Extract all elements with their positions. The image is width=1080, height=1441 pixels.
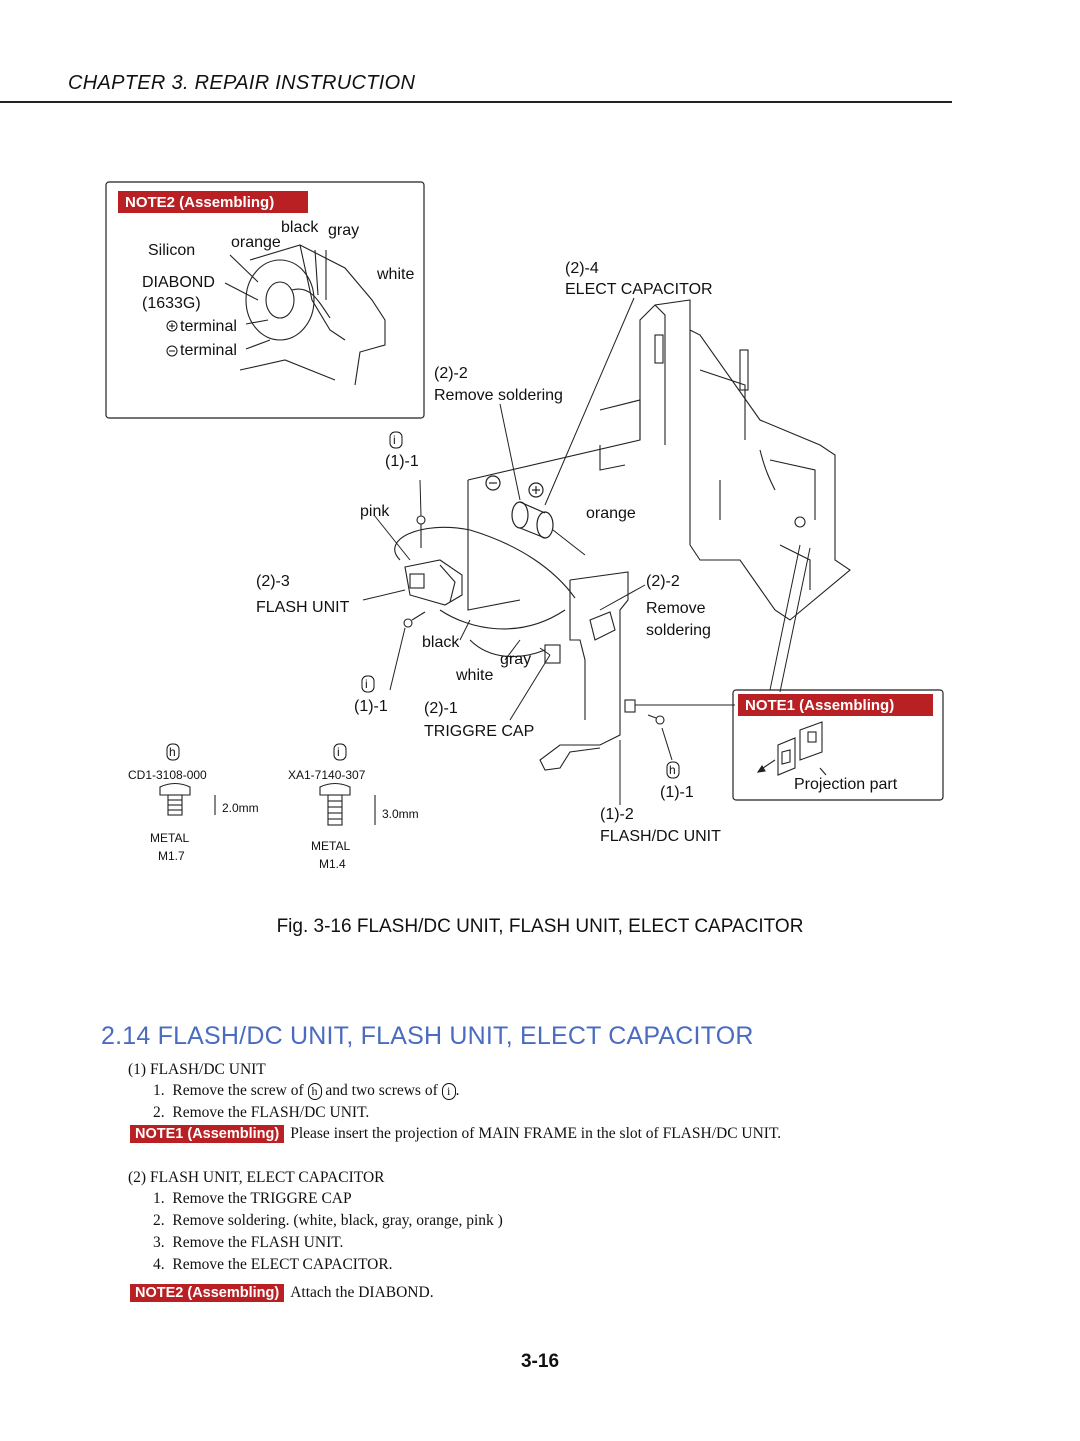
- svg-text:2.0mm: 2.0mm: [222, 801, 259, 815]
- svg-text:Silicon: Silicon: [148, 242, 195, 259]
- svg-text:i: i: [337, 745, 340, 759]
- elect-capacitor: [485, 475, 554, 539]
- svg-text:white: white: [455, 667, 493, 684]
- header-rule: [0, 101, 952, 103]
- page-number: 3-16: [520, 1351, 560, 1372]
- flash-dc-unit: [539, 571, 665, 771]
- part2-heading: (2) FLASH UNIT, ELECT CAPACITOR: [128, 1169, 385, 1186]
- part1-step-1: 1. Remove the screw of h and two screws …: [153, 1082, 460, 1100]
- svg-text:i: i: [365, 677, 368, 691]
- main-frame: [467, 299, 851, 621]
- part1-note: NOTE1 (Assembling)Please insert the proj…: [130, 1125, 781, 1143]
- part1-heading: (1) FLASH/DC UNIT: [128, 1061, 266, 1078]
- note1-inset: NOTE1 (Assembling) Projection part: [732, 689, 944, 801]
- section-title: 2.14 FLASH/DC UNIT, FLASH UNIT, ELECT CA…: [101, 1022, 754, 1050]
- exploded-diagram: NOTE2 (Assembling) Silicon orange black …: [105, 181, 944, 871]
- part1-step-2: 2. Remove the FLASH/DC UNIT.: [153, 1104, 370, 1121]
- part2-step-4: 4. Remove the ELECT CAPACITOR.: [153, 1256, 393, 1273]
- svg-text:FLASH/DC UNIT: FLASH/DC UNIT: [600, 828, 721, 845]
- screw-legend-i: i XA1-7140-307 3.0mm METAL M1.4: [288, 743, 419, 871]
- svg-text:(2)-4: (2)-4: [565, 260, 599, 277]
- figure-caption: Fig. 3-16 FLASH/DC UNIT, FLASH UNIT, ELE…: [276, 916, 804, 937]
- svg-text:h: h: [169, 745, 176, 759]
- svg-text:METAL: METAL: [311, 839, 350, 853]
- svg-text:soldering: soldering: [646, 622, 711, 639]
- svg-text:(2)-2: (2)-2: [434, 365, 468, 382]
- svg-text:(1)-1: (1)-1: [660, 784, 694, 801]
- svg-text:FLASH UNIT: FLASH UNIT: [256, 599, 350, 616]
- svg-text:black: black: [281, 219, 319, 236]
- svg-text:orange: orange: [586, 505, 636, 522]
- svg-text:(1)-1: (1)-1: [354, 698, 388, 715]
- screw-i-mark-icon: i: [361, 675, 375, 693]
- svg-text:ELECT CAPACITOR: ELECT CAPACITOR: [565, 281, 713, 298]
- note2-inset: NOTE2 (Assembling) Silicon orange black …: [105, 181, 425, 419]
- screw-i-mark-icon: i: [333, 743, 347, 761]
- screw-h-mark-icon: h: [166, 743, 180, 761]
- svg-text:M1.7: M1.7: [158, 849, 185, 863]
- chapter-heading: CHAPTER 3. REPAIR INSTRUCTION: [68, 72, 416, 94]
- part2-step-2: 2. Remove soldering. (white, black, gray…: [153, 1212, 503, 1229]
- svg-text:gray: gray: [328, 222, 359, 239]
- svg-text:3.0mm: 3.0mm: [382, 807, 419, 821]
- svg-text:orange: orange: [231, 234, 281, 251]
- screw-h-mark-icon: h: [666, 761, 680, 779]
- svg-text:(1)-2: (1)-2: [600, 806, 634, 823]
- svg-text:gray: gray: [500, 651, 531, 668]
- screw-legend-h: h CD1-3108-000 2.0mm METAL M1.7: [128, 743, 259, 863]
- svg-text:terminal: terminal: [180, 342, 237, 359]
- flash-unit: [394, 515, 576, 664]
- note2-badge: NOTE2 (Assembling): [130, 1284, 285, 1302]
- part2-note: NOTE2 (Assembling)Attach the DIABOND.: [130, 1284, 434, 1302]
- svg-text:TRIGGRE CAP: TRIGGRE CAP: [424, 723, 534, 740]
- svg-text:METAL: METAL: [150, 831, 189, 845]
- screw-h-mark-icon: h: [307, 1083, 322, 1100]
- svg-text:Remove soldering: Remove soldering: [434, 387, 563, 404]
- part2-step-3: 3. Remove the FLASH UNIT.: [153, 1234, 344, 1251]
- svg-text:h: h: [669, 763, 676, 777]
- note1-badge: NOTE1 (Assembling): [130, 1125, 285, 1143]
- svg-text:(2)-3: (2)-3: [256, 573, 290, 590]
- svg-text:white: white: [376, 266, 414, 283]
- svg-text:terminal: terminal: [180, 318, 237, 335]
- screw-i-mark-icon: i: [441, 1083, 456, 1100]
- note1-badge: NOTE1 (Assembling): [745, 697, 894, 714]
- callout-labels: (2)-4 ELECT CAPACITOR (2)-2 Remove solde…: [256, 260, 721, 845]
- svg-text:(2)-1: (2)-1: [424, 700, 458, 717]
- svg-text:DIABOND: DIABOND: [142, 274, 215, 291]
- svg-text:(2)-2: (2)-2: [646, 573, 680, 590]
- screw-i-mark-icon: i: [389, 431, 403, 449]
- part2-step-1: 1. Remove the TRIGGRE CAP: [153, 1190, 352, 1207]
- svg-text:(1)-1: (1)-1: [385, 453, 419, 470]
- plus-terminal-icon: [166, 320, 178, 332]
- svg-text:M1.4: M1.4: [319, 857, 346, 871]
- svg-text:XA1-7140-307: XA1-7140-307: [288, 768, 366, 782]
- svg-text:(1633G): (1633G): [142, 295, 201, 312]
- svg-text:i: i: [393, 433, 396, 447]
- note2-badge: NOTE2 (Assembling): [125, 194, 274, 211]
- svg-text:pink: pink: [360, 503, 390, 520]
- svg-text:CD1-3108-000: CD1-3108-000: [128, 768, 207, 782]
- svg-text:black: black: [422, 634, 460, 651]
- minus-terminal-icon: [166, 345, 178, 357]
- svg-text:Remove: Remove: [646, 600, 706, 617]
- svg-text:Projection part: Projection part: [794, 776, 898, 793]
